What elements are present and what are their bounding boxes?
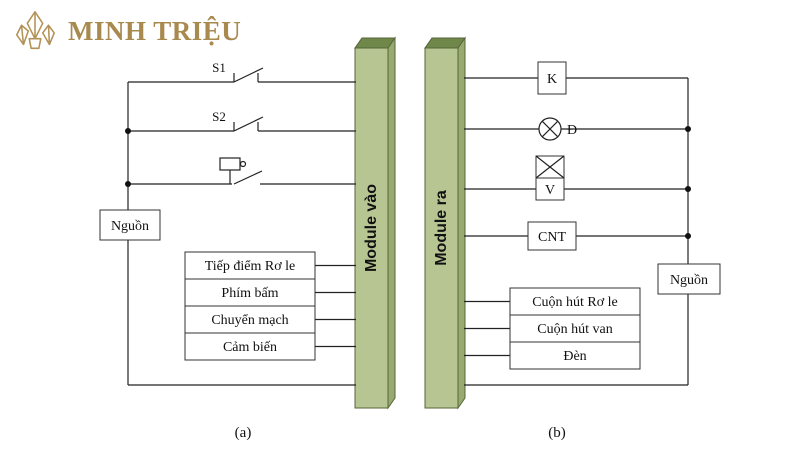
crystal-logo-icon: [15, 11, 55, 50]
contact-blade: [233, 67, 264, 83]
sensor-body: [219, 157, 241, 171]
output-module-label: Module ra: [433, 190, 450, 266]
input-type-label: Cảm biến: [223, 340, 277, 355]
valve-cross-line: [535, 155, 565, 179]
lamp-symbol: Đ: [538, 117, 577, 141]
relay-coil-box: [537, 61, 567, 95]
counter-device: CNT: [527, 221, 577, 251]
input-type-box: [184, 305, 316, 334]
counter-label: CNT: [538, 230, 566, 245]
input-module-side-face: [387, 36, 396, 410]
right-wires: [464, 77, 689, 386]
lamp-cross-line: [541, 120, 559, 138]
left-source-label: Nguồn: [111, 219, 149, 234]
junction-dot: [685, 126, 691, 132]
output-module-bar: Module ra: [424, 36, 466, 410]
input-module-label: Module vào: [363, 184, 380, 272]
input-module-bar: Module vào: [354, 36, 396, 410]
brand-name: MINH TRIỆU: [68, 15, 242, 46]
junction-dot: [685, 233, 691, 239]
junction-dots: [125, 126, 691, 239]
lamp-circle: [538, 117, 562, 141]
caption-a: (a): [235, 425, 252, 441]
right-source-label: Nguồn: [670, 273, 708, 288]
input-type-label: Tiếp điểm Rơ le: [205, 259, 296, 274]
lamp-label: Đ: [567, 123, 577, 138]
right-source-box: [657, 263, 721, 295]
relay-coil: K: [537, 61, 567, 95]
contact-blade: [233, 170, 263, 185]
valve-v-box: [535, 177, 565, 201]
input-type-box: [184, 251, 316, 280]
output-type-boxes: Cuộn hút Rơ le Cuộn hút van Đèn: [509, 287, 641, 370]
contact-blade: [233, 116, 264, 132]
output-module-front-face: [424, 47, 459, 409]
relay-coil-label: K: [547, 72, 557, 87]
valve-symbol: V: [535, 155, 565, 201]
brand-header: MINH TRIỆU: [10, 6, 241, 56]
input-type-boxes: Tiếp điểm Rơ le Phím bấm Chuyển mạch Cảm…: [184, 251, 316, 361]
input-module-front-face: [354, 47, 389, 409]
valve-label: V: [545, 183, 555, 198]
output-module-side-face: [457, 36, 466, 410]
junction-dot: [125, 181, 131, 187]
input-type-label: Phím bấm: [221, 286, 278, 301]
counter-box: [527, 221, 577, 251]
input-type-label: Chuyển mạch: [211, 313, 288, 328]
switch-s2-label: S2: [212, 109, 226, 124]
input-type-box: [184, 278, 316, 307]
junction-dot: [685, 186, 691, 192]
sensor-switch-symbol: [219, 157, 263, 185]
right-source: Nguồn: [657, 263, 721, 295]
switch-s1-symbol: [233, 67, 264, 83]
output-type-box: [509, 341, 641, 370]
switch-s1-label: S1: [212, 60, 226, 75]
output-type-box: [509, 287, 641, 316]
junction-dot: [125, 128, 131, 134]
output-type-label: Cuộn hút van: [537, 322, 612, 337]
switch-s2-symbol: [233, 116, 264, 132]
left-source: Nguồn: [99, 209, 161, 241]
output-type-label: Cuộn hút Rơ le: [532, 295, 618, 310]
left-source-box: [99, 209, 161, 241]
sensor-knob: [239, 160, 247, 168]
input-type-box: [184, 332, 316, 361]
caption-b: (b): [548, 425, 566, 441]
output-type-label: Đèn: [563, 349, 586, 364]
